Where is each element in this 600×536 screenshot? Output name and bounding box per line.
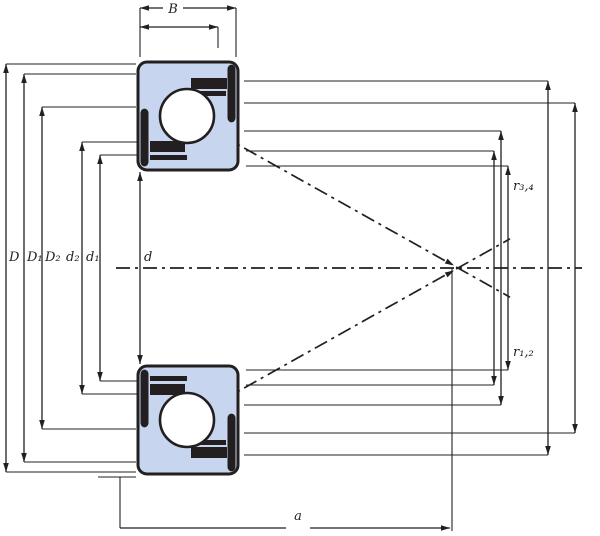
contact-angle-line-upper — [149, 94, 511, 298]
label-d: d — [144, 250, 152, 265]
label-d2: d₂ — [66, 250, 80, 265]
top-bearing-ball — [158, 87, 216, 145]
top-bearing-internals — [140, 64, 236, 167]
extension-lines — [6, 8, 575, 531]
dimension-labels: B D D₁ D₂ d₂ d₁ d a r₃,₄ r₁,₂ — [8, 2, 534, 524]
label-B: B — [167, 2, 178, 17]
bottom-bearing-internals — [140, 369, 236, 472]
label-D: D — [8, 250, 20, 265]
contact-angle-line-lower — [149, 238, 511, 442]
bottom-bearing-section — [136, 364, 240, 476]
bottom-bearing-ball — [158, 391, 216, 449]
label-D1: D₁ — [26, 250, 43, 265]
top-bearing-section — [136, 60, 240, 172]
label-r34: r₃,₄ — [513, 179, 534, 194]
label-d1: d₁ — [86, 250, 100, 265]
label-r12: r₁,₂ — [513, 345, 534, 360]
label-D2: D₂ — [44, 250, 61, 265]
dimension-lines — [5, 7, 576, 529]
label-a: a — [294, 509, 302, 524]
